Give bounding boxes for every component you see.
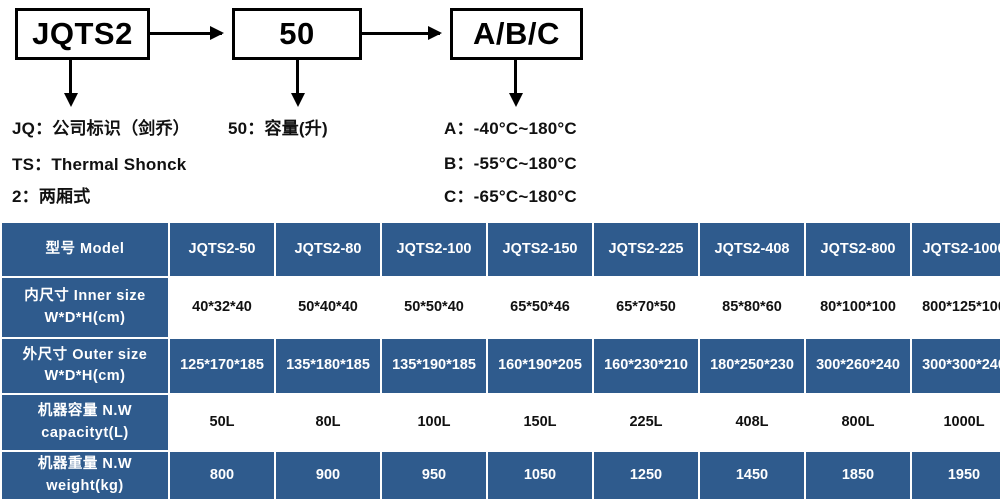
row-label-line2: weight(kg) (46, 477, 124, 494)
table-cell: 300*300*240 (912, 339, 1000, 393)
table-cell: 80L (276, 395, 380, 450)
table-cell: 225L (594, 395, 698, 450)
drop-line-3 (514, 60, 517, 96)
table-cell: 1000L (912, 395, 1000, 450)
header-cell-model: JQTS2-100 (382, 223, 486, 276)
table-cell: 1450 (700, 452, 804, 499)
legend-jq: JQ：公司标识（剑乔） (12, 119, 190, 138)
table-cell: 300*260*240 (806, 339, 910, 393)
connector-line-2 (362, 32, 440, 35)
row-label-cell: 机器容量 N.W capacityt(L) (2, 395, 168, 450)
table-cell: 85*80*60 (700, 278, 804, 337)
header-cell-model: JQTS2-225 (594, 223, 698, 276)
table-cell: 135*190*185 (382, 339, 486, 393)
table-cell: 1050 (488, 452, 592, 499)
table-cell: 160*190*205 (488, 339, 592, 393)
diagram-box-temperature: A/B/C (450, 8, 583, 60)
table-cell: 160*230*210 (594, 339, 698, 393)
arrow-right-icon-1 (210, 26, 224, 40)
table-cell: 1850 (806, 452, 910, 499)
arrow-right-icon-2 (428, 26, 442, 40)
legend-two: 2：两厢式 (12, 187, 91, 206)
legend-temp-c: C：-65°C~180°C (444, 187, 577, 206)
row-label-line1: 机器重量 N.W (37, 456, 133, 473)
table-cell: 100L (382, 395, 486, 450)
row-label-line1: 内尺寸 Inner size (24, 288, 146, 305)
table-cell: 800 (170, 452, 274, 499)
table-cell: 408L (700, 395, 804, 450)
connector-line-1 (150, 32, 222, 35)
header-cell-model: JQTS2-1000 (912, 223, 1000, 276)
arrow-down-icon-1 (63, 93, 78, 107)
table-cell: 40*32*40 (170, 278, 274, 337)
table-cell: 50L (170, 395, 274, 450)
legend-temp-a: A：-40°C~180°C (444, 119, 577, 138)
header-cell-label: 型号 Model (2, 223, 168, 276)
header-cell-model: JQTS2-150 (488, 223, 592, 276)
legend-temp-b: B：-55°C~180°C (444, 154, 577, 173)
table-cell: 65*70*50 (594, 278, 698, 337)
row-label-line2: W*D*H(cm) (44, 309, 126, 326)
header-cell-model: JQTS2-408 (700, 223, 804, 276)
diagram-box-model: JQTS2 (15, 8, 150, 60)
table-cell: 80*100*100 (806, 278, 910, 337)
table-cell: 65*50*46 (488, 278, 592, 337)
arrow-down-icon-2 (290, 93, 305, 107)
model-naming-diagram: JQTS2 50 A/B/C JQ：公司标识（剑乔） TS：Thermal Sh… (0, 0, 1000, 212)
row-label-cell: 机器重量 N.W weight(kg) (2, 452, 168, 499)
row-label-line1: 机器容量 N.W (37, 403, 133, 420)
table-cell: 150L (488, 395, 592, 450)
drop-line-2 (296, 60, 299, 96)
legend-fifty: 50：容量(升) (228, 119, 328, 138)
table-cell: 800L (806, 395, 910, 450)
table-cell: 180*250*230 (700, 339, 804, 393)
table-cell: 1250 (594, 452, 698, 499)
row-label-line1: 外尺寸 Outer size (22, 346, 148, 363)
drop-line-1 (69, 60, 72, 96)
header-cell-model: JQTS2-50 (170, 223, 274, 276)
table-cell: 50*40*40 (276, 278, 380, 337)
header-cell-model: JQTS2-800 (806, 223, 910, 276)
arrow-down-icon-3 (508, 93, 523, 107)
table-cell: 800*125*100 (912, 278, 1000, 337)
table-cell: 950 (382, 452, 486, 499)
diagram-box-capacity: 50 (232, 8, 362, 60)
table-cell: 125*170*185 (170, 339, 274, 393)
legend-ts: TS：Thermal Shonck (12, 155, 187, 174)
row-label-line2: W*D*H(cm) (44, 368, 126, 384)
header-cell-model: JQTS2-80 (276, 223, 380, 276)
table-cell: 1950 (912, 452, 1000, 499)
table-cell: 50*50*40 (382, 278, 486, 337)
table-cell: 135*180*185 (276, 339, 380, 393)
table-cell: 900 (276, 452, 380, 499)
row-label-line2: capacityt(L) (41, 424, 129, 441)
